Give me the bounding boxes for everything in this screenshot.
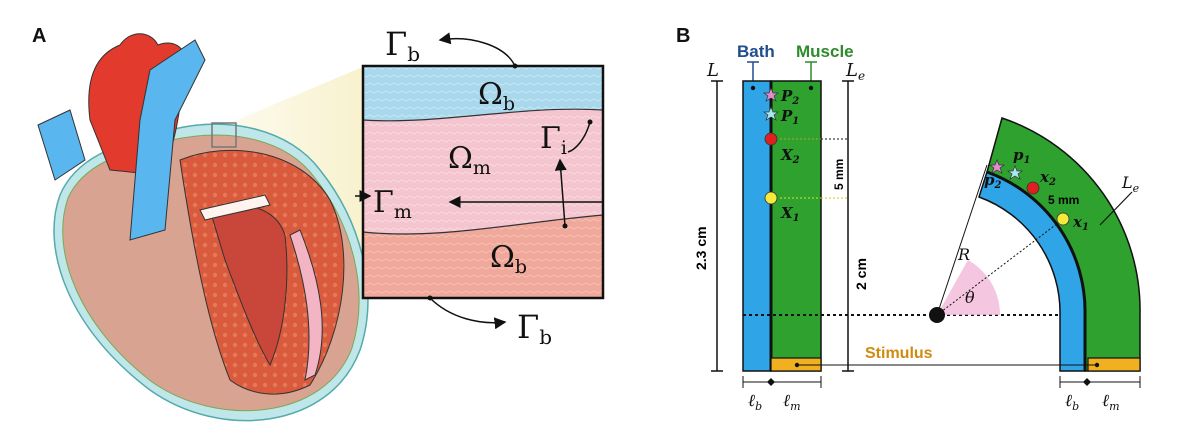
zoom-target [211,122,237,148]
theta-wedge [937,260,1001,315]
Le-label: Le [845,60,865,83]
pulmonary-vessel [37,109,86,181]
p2-label: p2 [984,171,1002,191]
dist-5mm-left: 5 mm [832,159,846,190]
arrow-gamma-b-top [438,32,516,67]
star-p2 [988,159,1006,174]
panel-b-label: B [676,25,690,47]
gamma-m-label: Γm [373,185,412,223]
arrow-gamma-i-top [567,121,591,153]
L-label: L [706,60,719,81]
heart-illustration [37,33,369,422]
panel-a-label: A [32,25,46,47]
curve-center [929,307,945,323]
vena-cava [129,39,206,241]
star-P1 [762,106,780,121]
point-x2 [1026,181,1040,195]
straight-strip [742,80,822,372]
gamma-b-bottom-label: Γb [517,308,552,349]
gamma-i-label: Γi [540,121,567,159]
dist-5mm-right: 5 mm [1048,193,1079,207]
arrow-gamma-b-bottom [429,297,507,330]
R-label: R [957,245,970,264]
x1-label: x1 [1072,213,1089,233]
bath-label: Bath [737,42,775,61]
ventricle-cavity [209,204,288,367]
point-X2 [764,132,778,146]
P2-label: P2 [780,87,799,107]
pericardial-layer [289,229,323,381]
omega-m-region [363,109,603,235]
theta-label: θ [965,288,975,307]
lm-left-label: ℓm [783,391,801,413]
P1-label: P1 [780,107,799,127]
Le-right-label: Le [1121,173,1140,195]
x2-label: x2 [1039,168,1056,188]
zoom-box [355,32,605,330]
star-p1 [1006,165,1024,180]
point-x1 [1056,212,1070,226]
length-2cm: 2 cm [853,258,869,290]
length-2-3cm: 2.3 cm [693,226,709,270]
stimulus-label: Stimulus [865,345,933,362]
X2-label: X2 [780,146,800,166]
star-P2 [762,87,780,102]
omega-m-label: Ωm [448,141,491,179]
lb-right-label: ℓb [1065,391,1079,413]
muscle-label: Muscle [796,42,854,61]
gamma-b-top-label: Γb [385,25,420,66]
muscle-strip [770,80,822,372]
omega-b-top-label: Ωb [478,77,515,115]
omega-b-top-region [363,66,603,121]
lm-right-label: ℓm [1102,391,1120,413]
lb-left-label: ℓb [748,391,762,413]
curved-strip [937,117,1141,372]
valve [199,194,271,221]
X1-label: X1 [780,204,800,224]
bath-strip [742,80,772,372]
omega-b-bottom-label: Ωb [490,240,527,278]
p1-label: p1 [1013,146,1030,166]
point-X1 [764,191,778,205]
